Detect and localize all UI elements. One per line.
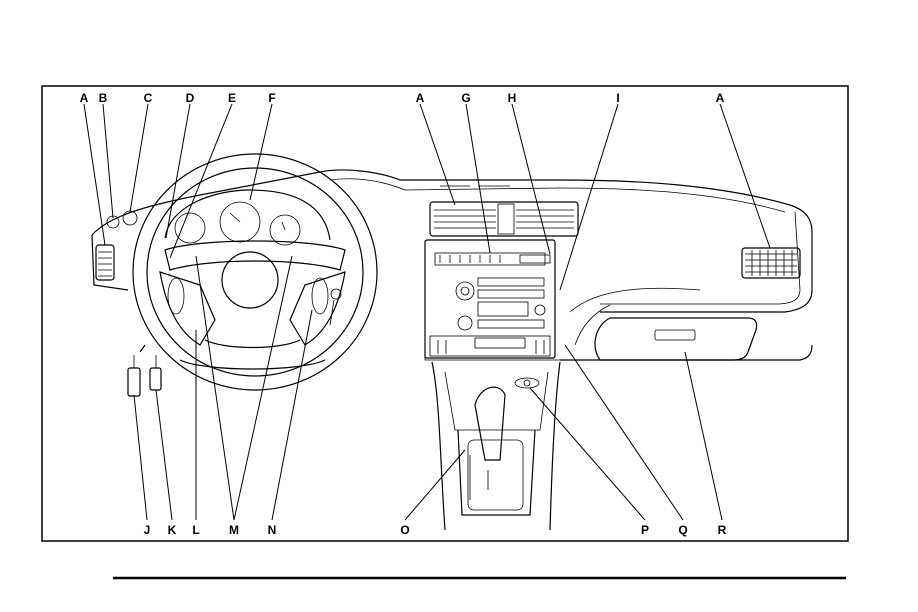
callout-K: K [168,523,177,537]
callout-E: E [228,91,236,105]
steering-wheel [133,154,377,390]
callout-L: L [192,523,199,537]
instrument-cluster [107,190,330,245]
callout-N: N [268,523,277,537]
callouts-bottom: J K L M N O P Q R [144,523,727,537]
callout-I: I [616,91,619,105]
callout-H: H [508,91,517,105]
center-stack [425,240,555,358]
console [432,362,560,530]
vent-center [430,202,578,236]
callout-A-center: A [416,91,425,105]
callout-A-right: A [716,91,725,105]
callout-G: G [461,91,470,105]
callout-C: C [144,91,153,105]
callout-M: M [229,523,239,537]
callouts-top: A B C D E F A G H I A [80,91,725,105]
callout-D: D [186,91,195,105]
callout-A-left: A [80,91,89,105]
callout-J: J [144,523,151,537]
callout-P: P [641,523,649,537]
callout-F: F [268,91,275,105]
callout-Q: Q [678,523,687,537]
pedals [128,355,161,396]
vent-left [96,245,114,280]
callout-B: B [99,91,108,105]
callout-R: R [718,523,727,537]
vent-right [742,248,800,278]
callout-O: O [400,523,409,537]
